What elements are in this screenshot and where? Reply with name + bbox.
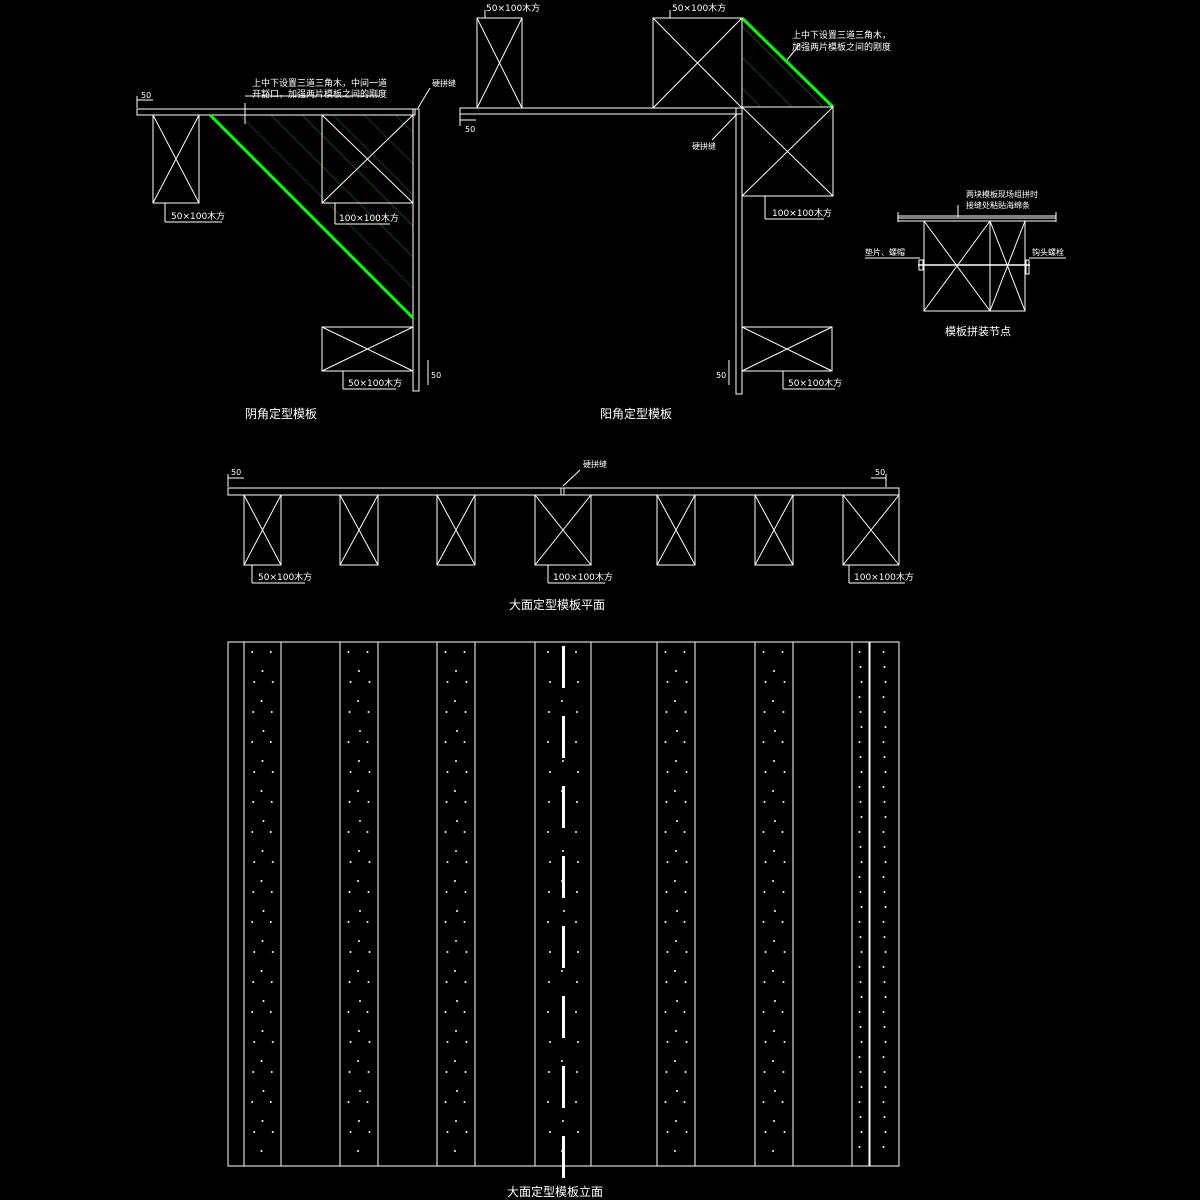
elevation-title: 大面定型模板立面: [507, 1184, 603, 1199]
inner-timber-small-label: 50×100木方: [171, 210, 225, 222]
joint-dash: [562, 856, 565, 898]
inner-timber-bottom-label: 50×100木方: [348, 377, 402, 389]
plan-timber: [656, 494, 696, 566]
node-note-line2: 接缝处粘贴海绵条: [966, 200, 1030, 210]
elevation-strip: [243, 642, 282, 1166]
node-right-label: 钩头螺栓: [1032, 247, 1064, 257]
outer-triangle-wood: [740, 16, 835, 109]
assembly-node-detail: 两块模板现场组拼时 接缝处粘贴海绵条 垫片、螺帽 钩头螺栓 模板拼装节点: [865, 189, 1066, 338]
plan-timbers: [243, 494, 900, 566]
joint-dash: [562, 1066, 565, 1108]
outer-timber-bottom: [741, 326, 833, 372]
plan-timber: [339, 494, 379, 566]
outer-note-line1: 上中下设置三道三角木，: [792, 29, 891, 41]
node-title: 模板拼装节点: [945, 324, 1011, 338]
node-timber-right: [989, 220, 1026, 312]
plan-timber: [534, 494, 592, 566]
plan-title: 大面定型模板平面: [509, 597, 605, 612]
outer-vertical-panel: [735, 107, 743, 395]
outer-dim-side: 50: [716, 371, 726, 380]
outer-timber-top-right: [652, 17, 743, 109]
outer-horizontal-panel: [459, 107, 743, 115]
plan-timber: [436, 494, 476, 566]
inner-timber-large-label: 100×100木方: [339, 212, 399, 224]
plan-dim-left: 50: [231, 468, 241, 477]
outer-dim-top: 50: [465, 125, 475, 134]
inner-joint-label: 硬拼缝: [432, 78, 456, 88]
inner-corner-title: 阴角定型模板: [245, 406, 317, 421]
inner-dim-top: 50: [141, 91, 151, 100]
plan-label-right: 100×100木方: [854, 571, 914, 583]
joint-dash: [562, 996, 565, 1038]
elevation-view: 大面定型模板立面: [227, 641, 900, 1199]
plan-timber: [243, 494, 282, 566]
joint-dash: [562, 786, 565, 828]
plan-dim-right: 50: [875, 468, 885, 477]
node-left-label: 垫片、螺帽: [865, 247, 905, 257]
elevation-strip: [436, 642, 476, 1166]
plan-joint-label: 硬拼缝: [583, 459, 607, 469]
joint-dash: [562, 1136, 565, 1178]
joint-dash: [562, 926, 565, 968]
inner-corner-detail: 50 50 上中下设置三道三角木，中间一道 开豁口，加强两片模板之间的刚度 硬拼…: [136, 77, 456, 421]
outer-corner-detail: 50 50 50×100木方 50×100木方 上中下设置三道三角木， 加强两片…: [459, 2, 891, 421]
outer-corner-title: 阳角定型模板: [600, 406, 672, 421]
inner-note-line1: 上中下设置三道三角木，中间一道: [252, 77, 387, 89]
elevation-timber-strips: [243, 642, 900, 1166]
inner-top-panel: [136, 108, 416, 116]
outer-timber-large-label: 100×100木方: [772, 207, 832, 219]
outer-timber-bottom-label: 50×100木方: [788, 377, 842, 389]
elevation-strip: [656, 642, 696, 1166]
outer-timber-large: [741, 106, 834, 197]
joint-dash: [562, 716, 565, 758]
inner-dim-side: 50: [431, 371, 441, 380]
outer-timber-top-left-label: 50×100木方: [486, 2, 540, 14]
elevation-strip: [754, 642, 794, 1166]
outer-joint-label: 硬拼缝: [692, 141, 716, 151]
inner-vertical-panel: [412, 108, 420, 392]
elevation-strip: [869, 642, 900, 1166]
inner-note-line2: 开豁口，加强两片模板之间的刚度: [252, 88, 387, 100]
inner-triangle-wood: [208, 113, 415, 320]
plan-timber: [754, 494, 794, 566]
elevation-strip: [851, 642, 870, 1166]
plan-view: 50 50 硬拼缝 50×100木方 100×100木方 100×100木方 大…: [227, 459, 914, 612]
plan-label-mid: 100×100木方: [553, 571, 613, 583]
outer-note-line2: 加强两片模板之间的刚度: [792, 41, 891, 53]
outer-timber-top-left: [476, 17, 523, 109]
joint-dash: [562, 646, 565, 688]
outer-timber-top-right-label: 50×100木方: [672, 2, 726, 14]
elevation-strip: [339, 642, 379, 1166]
inner-timber-bottom: [321, 326, 414, 372]
inner-timber-small: [152, 114, 200, 204]
plan-label-left: 50×100木方: [258, 571, 312, 583]
plan-timber: [842, 494, 900, 566]
node-timber-left: [923, 220, 991, 312]
node-note-line1: 两块模板现场组拼时: [966, 189, 1038, 199]
inner-timber-large: [321, 114, 414, 204]
elevation-joint: [562, 646, 565, 1178]
